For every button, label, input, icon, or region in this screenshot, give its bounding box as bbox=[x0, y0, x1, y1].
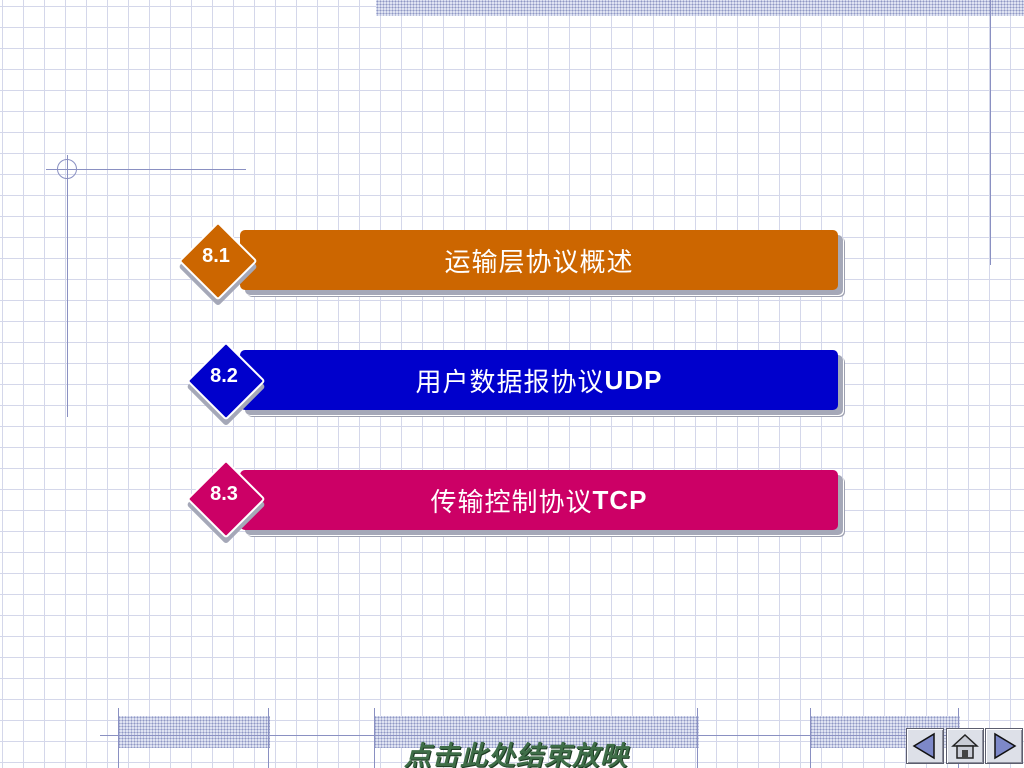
left-horizontal-line bbox=[46, 169, 246, 170]
home-icon bbox=[951, 733, 979, 759]
crosshair-circle-icon bbox=[57, 159, 77, 179]
topic-title-8-3: 传输控制协议 bbox=[430, 487, 593, 518]
triangle-right-icon bbox=[994, 732, 1017, 760]
bottom-tick-1 bbox=[118, 708, 119, 768]
topic-link-8-1[interactable]: 运输层协议概述 bbox=[240, 230, 838, 290]
topic-title-8-1: 运输层协议概述 bbox=[444, 247, 634, 278]
topic-number-8-2: 8.2 bbox=[210, 365, 238, 387]
bottom-dotted-band-1 bbox=[118, 716, 270, 748]
bottom-horizontal-line bbox=[100, 735, 980, 736]
left-vertical-line bbox=[67, 155, 68, 417]
bottom-tick-3 bbox=[374, 708, 375, 768]
bottom-dotted-band-2 bbox=[374, 716, 699, 748]
end-show-link[interactable]: 点击此处结束放映 bbox=[404, 741, 628, 768]
topic-title-latin-8-2: UDP bbox=[604, 364, 663, 395]
top-dotted-band bbox=[376, 0, 1024, 16]
topic-number-8-3: 8.3 bbox=[210, 483, 238, 505]
bottom-tick-4 bbox=[697, 708, 698, 768]
topic-title-latin-8-3: TCP bbox=[592, 484, 648, 515]
prev-slide-button[interactable] bbox=[906, 728, 944, 764]
topic-number-8-1: 8.1 bbox=[202, 245, 230, 267]
bottom-tick-5 bbox=[810, 708, 811, 768]
right-vertical-line bbox=[990, 0, 991, 265]
next-slide-button[interactable] bbox=[985, 728, 1023, 764]
bottom-tick-2 bbox=[268, 708, 269, 768]
triangle-left-icon bbox=[912, 732, 935, 760]
topic-title-8-2: 用户数据报协议 bbox=[415, 367, 605, 398]
home-button[interactable] bbox=[946, 728, 984, 764]
